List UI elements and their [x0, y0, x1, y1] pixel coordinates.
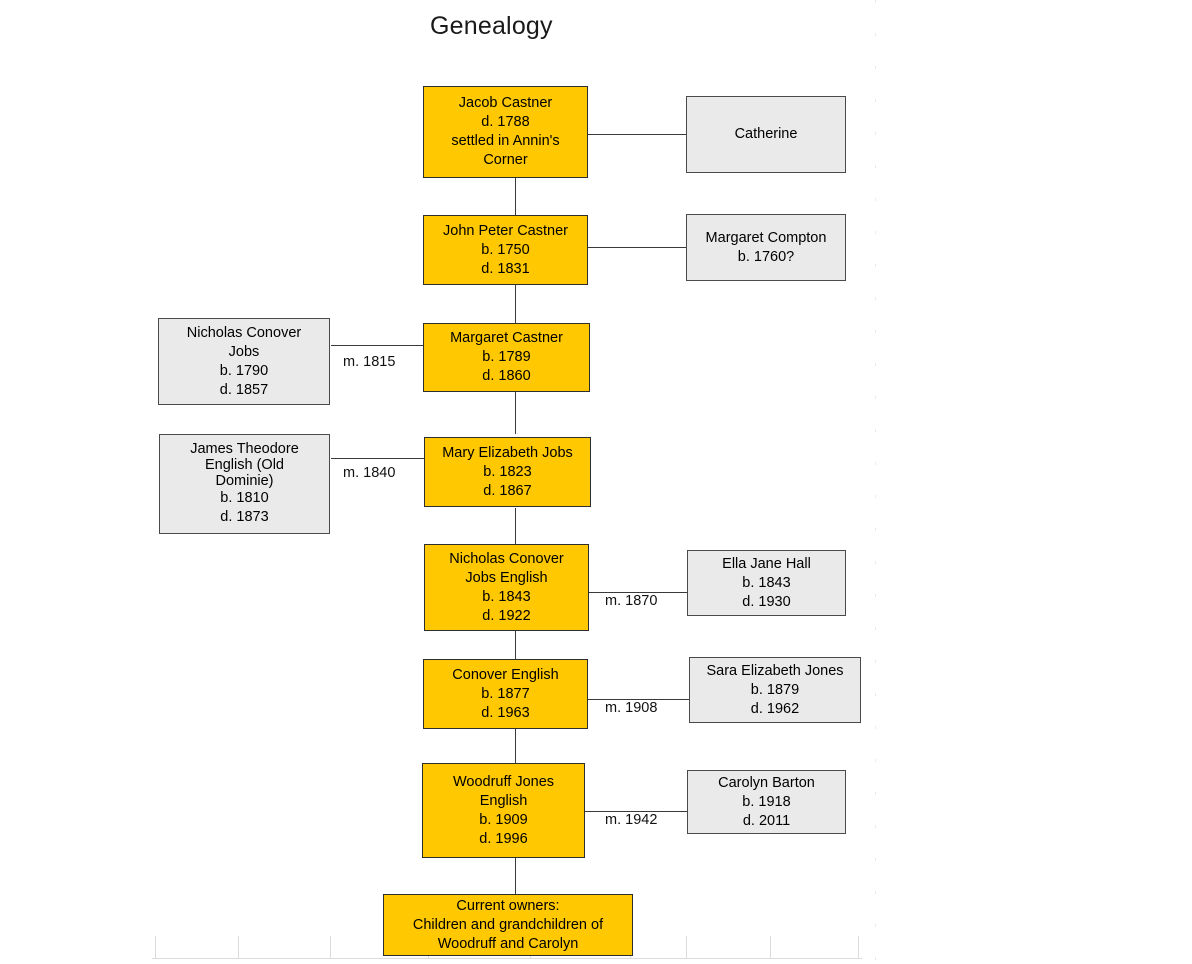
person-line: d. 1962	[750, 700, 800, 717]
person-node-carolyn-barton[interactable]: Carolyn Barton b. 1918 d. 2011	[687, 770, 846, 834]
person-line: Catherine	[734, 126, 798, 142]
page-title: Genealogy	[430, 12, 553, 40]
person-line: Current owners:	[456, 897, 560, 914]
ruler-tick	[858, 936, 859, 959]
marriage-connector	[589, 592, 687, 593]
person-line: Woodruff Jones	[452, 773, 555, 790]
lineage-connector	[515, 177, 516, 216]
person-node-woodruff-jones-english[interactable]: Woodruff Jones English b. 1909 d. 1996	[422, 763, 585, 858]
person-line: d. 1922	[482, 607, 531, 624]
marriage-connector	[331, 345, 424, 346]
person-line: Dominie)	[215, 473, 274, 489]
person-line: d. 1996	[479, 830, 528, 847]
marriage-label: m. 1840	[343, 465, 396, 481]
person-node-margaret-castner[interactable]: Margaret Castner b. 1789 d. 1860	[423, 323, 590, 392]
ruler-tick	[686, 936, 687, 959]
person-line: d. 1873	[220, 509, 269, 525]
marriage-label: m. 1942	[605, 812, 658, 828]
person-line: Margaret Compton	[705, 229, 827, 246]
guide-dotted-line	[875, 0, 876, 964]
marriage-label: m. 1870	[605, 593, 658, 609]
marriage-label: m. 1815	[343, 354, 396, 370]
person-line: English (Old	[205, 457, 284, 473]
person-line: b. 1909	[479, 811, 528, 828]
marriage-connector	[331, 458, 424, 459]
person-line: b. 1810	[220, 490, 269, 506]
person-line: d. 1867	[483, 482, 532, 499]
person-line: b. 1918	[742, 793, 791, 810]
person-line: Corner	[483, 152, 528, 168]
lineage-connector	[515, 508, 516, 545]
person-line: Sara Elizabeth Jones	[706, 662, 844, 679]
person-line: d. 1831	[481, 260, 530, 277]
person-node-nicholas-conover-jobs[interactable]: Nicholas Conover Jobs b. 1790 d. 1857	[158, 318, 330, 405]
lineage-connector	[515, 285, 516, 323]
person-line: Nicholas Conover	[186, 324, 302, 341]
person-node-nicholas-conover-jobs-english[interactable]: Nicholas Conover Jobs English b. 1843 d.…	[424, 544, 589, 631]
person-node-current-owners[interactable]: Current owners: Children and grandchildr…	[383, 894, 633, 956]
person-node-margaret-compton[interactable]: Margaret Compton b. 1760?	[686, 214, 846, 281]
marriage-connector	[585, 811, 687, 812]
person-line: d. 1857	[219, 381, 269, 398]
ruler-tick	[330, 936, 331, 959]
person-line: Woodruff and Carolyn	[437, 935, 579, 952]
person-line: James Theodore	[190, 441, 299, 457]
person-line: Ella Jane Hall	[722, 555, 811, 572]
person-node-conover-english[interactable]: Conover English b. 1877 d. 1963	[423, 659, 588, 729]
lineage-connector	[515, 729, 516, 763]
person-line: b. 1877	[481, 685, 530, 702]
person-line: settled in Annin's	[451, 133, 560, 149]
marriage-connector	[587, 699, 689, 700]
person-line: Jobs	[228, 343, 260, 360]
person-line: d. 1788	[481, 114, 530, 130]
person-line: d. 1930	[742, 593, 791, 610]
lineage-connector	[515, 392, 516, 434]
person-line: b. 1823	[483, 463, 532, 480]
marriage-connector	[587, 247, 686, 248]
lineage-connector	[515, 631, 516, 659]
ruler-tick	[770, 936, 771, 959]
person-line: Carolyn Barton	[718, 774, 815, 791]
person-node-mary-elizabeth-jobs[interactable]: Mary Elizabeth Jobs b. 1823 d. 1867	[424, 437, 591, 507]
person-node-catherine[interactable]: Catherine	[686, 96, 846, 173]
person-line: Margaret Castner	[450, 330, 563, 346]
person-line: d. 1860	[482, 368, 531, 384]
person-line: Conover English	[452, 666, 559, 683]
person-line: English	[479, 792, 528, 809]
person-line: d. 1963	[481, 704, 530, 721]
person-node-sara-elizabeth-jones[interactable]: Sara Elizabeth Jones b. 1879 d. 1962	[689, 657, 861, 723]
person-line: Children and grandchildren of	[412, 916, 604, 933]
person-node-john-peter-castner[interactable]: John Peter Castner b. 1750 d. 1831	[423, 215, 588, 285]
ruler-baseline	[152, 958, 862, 959]
person-line: Jobs English	[465, 569, 548, 586]
lineage-connector	[515, 858, 516, 894]
person-line: Mary Elizabeth Jobs	[442, 444, 573, 461]
person-line: b. 1843	[742, 574, 791, 591]
person-line: b. 1789	[482, 349, 531, 365]
person-line: Jacob Castner	[458, 95, 553, 111]
ruler-tick	[155, 936, 156, 959]
person-line: b. 1879	[750, 681, 800, 698]
person-line: b. 1750	[481, 241, 530, 258]
person-line: b. 1843	[482, 588, 531, 605]
person-node-jacob-castner[interactable]: Jacob Castner d. 1788 settled in Annin's…	[423, 86, 588, 178]
person-line: b. 1760?	[737, 248, 795, 265]
person-node-james-theodore-english[interactable]: James Theodore English (Old Dominie) b. …	[159, 434, 330, 534]
person-line: d. 2011	[742, 812, 791, 829]
ruler-tick	[238, 936, 239, 959]
marriage-label: m. 1908	[605, 700, 658, 716]
person-line: Nicholas Conover	[449, 550, 564, 567]
person-line: b. 1790	[219, 362, 269, 379]
person-node-ella-jane-hall[interactable]: Ella Jane Hall b. 1843 d. 1930	[687, 550, 846, 616]
marriage-connector	[587, 134, 686, 135]
person-line: John Peter Castner	[443, 222, 568, 239]
